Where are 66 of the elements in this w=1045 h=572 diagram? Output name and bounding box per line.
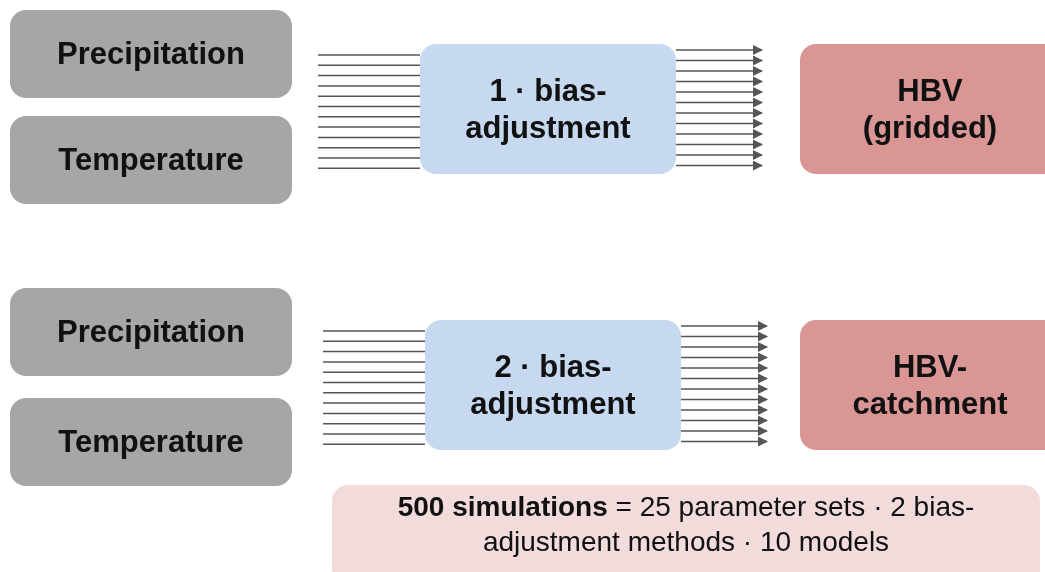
arrow xyxy=(680,342,768,352)
line xyxy=(317,116,421,118)
arrow xyxy=(680,321,768,331)
input-box xyxy=(10,398,292,486)
node-label: Temperature xyxy=(58,423,244,461)
line xyxy=(317,126,421,128)
line xyxy=(317,64,421,67)
arrow xyxy=(675,160,763,171)
line xyxy=(317,54,421,56)
arrow xyxy=(675,108,763,118)
arrow xyxy=(675,55,763,66)
line xyxy=(317,157,421,159)
arrow xyxy=(675,150,763,160)
arrow xyxy=(680,363,768,373)
input-box xyxy=(10,10,292,98)
node-label: Temperature xyxy=(58,141,244,179)
line xyxy=(317,136,421,139)
note-text: 500 simulations = 25 parameter sets · 2 bias-adjustment methods · 10 models xyxy=(396,490,976,559)
arrow xyxy=(680,331,768,342)
node-label: HBV-catchment xyxy=(851,347,1009,423)
line xyxy=(322,340,426,343)
node-label: 2 · bias-adjustment xyxy=(469,347,637,423)
line xyxy=(322,330,426,332)
process-box xyxy=(420,44,676,174)
line xyxy=(322,402,426,404)
line xyxy=(317,95,421,97)
line xyxy=(317,105,421,108)
arrow xyxy=(675,129,763,139)
line xyxy=(322,371,426,373)
arrow xyxy=(675,139,763,150)
input-box xyxy=(10,288,292,376)
line xyxy=(317,167,421,170)
line xyxy=(317,74,421,77)
line xyxy=(322,422,426,425)
input-box xyxy=(10,116,292,204)
arrow xyxy=(675,66,763,76)
line xyxy=(322,361,426,363)
arrow xyxy=(675,87,763,97)
line xyxy=(322,433,426,435)
note-box xyxy=(332,485,1040,572)
line xyxy=(322,412,426,415)
arrow xyxy=(680,384,768,394)
line xyxy=(322,443,426,446)
arrow xyxy=(680,415,768,426)
node-label: Precipitation xyxy=(57,313,245,351)
node-label: HBV (gridded) xyxy=(861,71,999,147)
model-box xyxy=(800,44,1045,174)
line xyxy=(322,392,426,394)
node-label: 1 · bias-adjustment xyxy=(464,71,632,147)
arrow xyxy=(680,426,768,436)
node-label: Precipitation xyxy=(57,35,245,73)
arrow xyxy=(680,436,768,447)
process-box xyxy=(425,320,681,450)
arrow xyxy=(675,76,763,87)
line xyxy=(322,381,426,384)
arrow xyxy=(680,405,768,415)
arrow xyxy=(675,118,763,129)
model-box xyxy=(800,320,1045,450)
arrow xyxy=(680,373,768,384)
arrow xyxy=(680,394,768,405)
line xyxy=(317,85,421,87)
arrow xyxy=(675,97,763,108)
arrow xyxy=(680,352,768,363)
line xyxy=(317,146,421,149)
line xyxy=(322,350,426,353)
arrow xyxy=(675,45,763,55)
